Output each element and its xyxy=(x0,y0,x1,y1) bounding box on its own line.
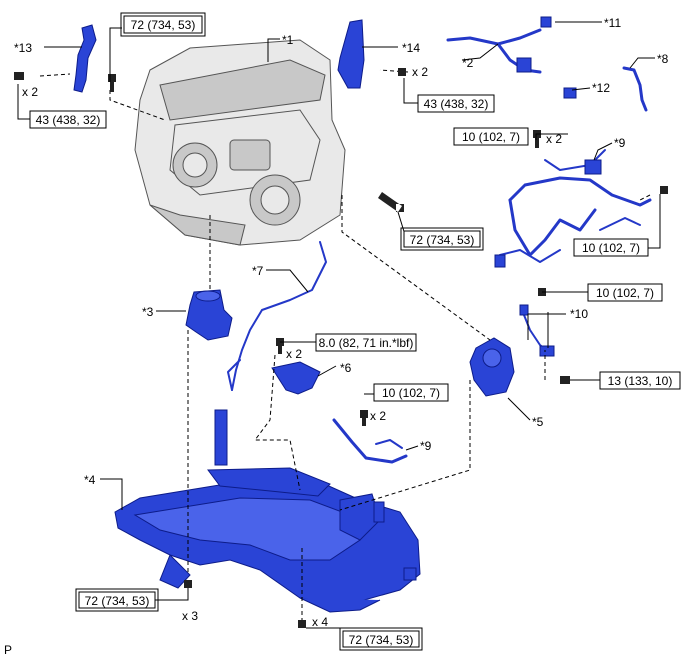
torque-spec-bracket10-bottom: 13 (133, 10) xyxy=(599,371,681,390)
part-2-hose xyxy=(446,28,542,74)
bolt-icon xyxy=(184,580,192,588)
callout-3: *3 xyxy=(142,305,154,319)
callout-11: *11 xyxy=(604,16,621,30)
torque-spec-bracket10-top: 10 (102, 7) xyxy=(587,283,663,302)
torque-spec-bottom-center: 72 (734, 53) xyxy=(339,627,423,651)
quantity-label: x 4 xyxy=(312,615,328,629)
part-10-bracket xyxy=(519,304,555,357)
callout-6: *6 xyxy=(340,361,352,375)
torque-value: 72 (734, 53) xyxy=(410,233,475,247)
bolt-icon xyxy=(533,130,541,148)
torque-value: 13 (133, 10) xyxy=(608,374,673,388)
torque-value: 43 (438, 32) xyxy=(424,97,489,111)
part-6-cover xyxy=(271,361,321,395)
quantity-label: x 2 xyxy=(412,65,428,79)
part-14-bracket xyxy=(337,19,365,89)
torque-value: 72 (734, 53) xyxy=(349,633,414,647)
callout-12: *12 xyxy=(592,81,610,95)
bolt-icon xyxy=(14,72,24,80)
part-4-suspension-crossmember xyxy=(114,409,421,613)
torque-spec-inlbf: 8.0 (82, 71 in.*lbf) xyxy=(315,333,417,352)
callout-9-upper: *9 xyxy=(614,136,626,150)
bolt-icon xyxy=(276,338,284,354)
torque-value: 10 (102, 7) xyxy=(582,241,640,255)
callout-10: *10 xyxy=(570,307,588,321)
part-5-engine-mount xyxy=(469,337,515,397)
torque-value: 72 (734, 53) xyxy=(131,18,196,32)
diagram-code: P xyxy=(4,643,12,657)
callout-2: *2 xyxy=(462,56,474,70)
torque-spec-mid14: 43 (438, 32) xyxy=(417,94,495,113)
part-9-lower-harness xyxy=(332,418,408,464)
torque-spec-mid9: 10 (102, 7) xyxy=(373,383,449,402)
engine-assembly xyxy=(134,39,346,246)
assembly-guide-lines xyxy=(39,69,651,620)
torque-spec-engine-bolt: 72 (734, 53) xyxy=(400,227,484,251)
quantity-labels: x 2 x 2 x 2 x 2 x 2 x 3 x 4 xyxy=(22,65,562,629)
bolt-icon xyxy=(108,74,116,92)
bolt-icon xyxy=(560,376,570,384)
bolt-icon xyxy=(378,192,404,212)
callout-13: *13 xyxy=(14,41,32,55)
quantity-label: x 2 xyxy=(286,347,302,361)
callout-4: *4 xyxy=(84,473,96,487)
torque-spec-bottom-left: 72 (734, 53) xyxy=(75,588,159,612)
bolt-icon xyxy=(660,186,668,194)
torque-value: 10 (102, 7) xyxy=(596,286,654,300)
torque-value: 10 (102, 7) xyxy=(382,386,440,400)
torque-spec-harness-top: 10 (102, 7) xyxy=(453,127,529,146)
quantity-label: x 2 xyxy=(546,132,562,146)
callout-14: *14 xyxy=(402,41,420,55)
part-3-engine-mount xyxy=(185,289,233,341)
bolt-icon xyxy=(360,410,368,426)
quantity-label: x 2 xyxy=(22,85,38,99)
part-7-wire xyxy=(227,241,327,391)
bolt-icon xyxy=(398,68,406,76)
torque-value: 10 (102, 7) xyxy=(462,130,520,144)
torque-spec-left: 43 (438, 32) xyxy=(29,110,107,129)
callout-5: *5 xyxy=(532,415,544,429)
quantity-label: x 3 xyxy=(182,609,198,623)
part-8-hose xyxy=(622,66,648,112)
torque-value: 72 (734, 53) xyxy=(85,594,150,608)
callout-7: *7 xyxy=(252,264,264,278)
part-13-pipe xyxy=(73,24,97,93)
callout-labels: *13 *1 *14 *2 *11 *8 *12 *9 *7 *3 *10 *6… xyxy=(14,16,669,487)
part-9-wire-harness xyxy=(494,149,652,268)
torque-spec-top-center: 72 (734, 53) xyxy=(120,12,206,37)
bolt-icon xyxy=(298,620,306,628)
part-12-clip xyxy=(563,87,577,99)
callout-1: *1 xyxy=(282,33,294,47)
torque-spec-harness-right: 10 (102, 7) xyxy=(573,238,649,257)
quantity-label: x 2 xyxy=(370,409,386,423)
torque-value: 43 (438, 32) xyxy=(36,113,101,127)
callout-8: *8 xyxy=(657,52,669,66)
callout-9-lower: *9 xyxy=(420,439,432,453)
part-11-clip xyxy=(540,16,552,28)
torque-value: 8.0 (82, 71 in.*lbf) xyxy=(319,336,414,350)
